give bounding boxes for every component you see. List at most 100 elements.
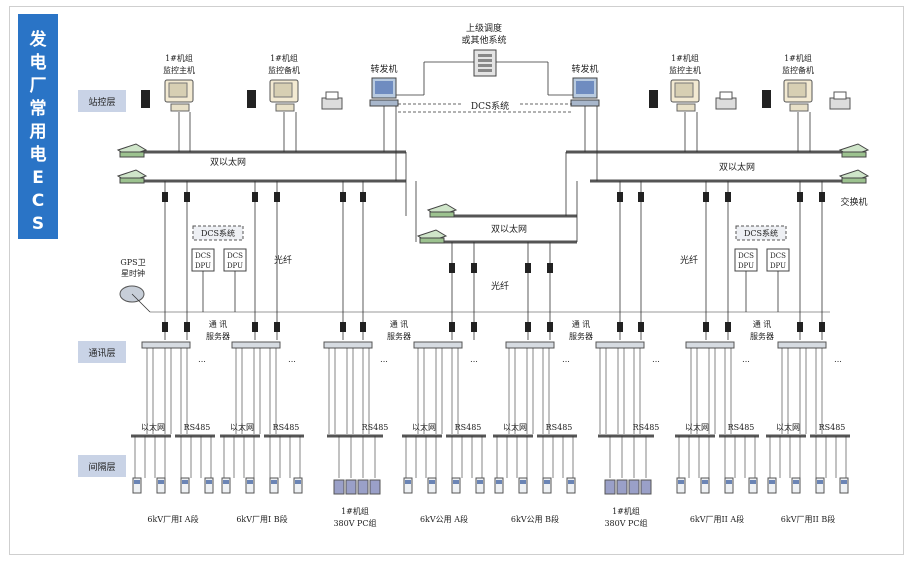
keyboard-icon xyxy=(275,103,295,112)
switch-body-icon xyxy=(841,151,867,158)
relay-display-icon xyxy=(678,480,684,484)
dual-ethernet-bus-center-2 xyxy=(438,240,577,244)
relay-display-icon xyxy=(769,480,775,484)
pc-module-icon xyxy=(604,479,616,495)
pc-module-icon xyxy=(333,479,345,495)
relay-device-icon xyxy=(180,477,190,494)
relay-display-icon xyxy=(271,480,277,484)
server-label-2: 服务器 xyxy=(387,331,411,341)
comm-server-icon xyxy=(595,341,645,349)
relay-device-icon xyxy=(748,477,758,494)
layer-station-label: 站控层 xyxy=(88,96,115,108)
relay-device-icon xyxy=(767,477,777,494)
fiber-converter-icon xyxy=(617,322,623,332)
fiber-converter-icon xyxy=(638,322,644,332)
fiber-label-right: 光纤 xyxy=(680,254,698,266)
host4-label-1: 1#机组 xyxy=(784,53,812,63)
relay-display-icon xyxy=(223,480,229,484)
banner-char: E xyxy=(32,168,44,188)
layer-comm-label: 通讯层 xyxy=(88,348,115,359)
eth-bus xyxy=(675,434,715,438)
printer-paper-icon xyxy=(325,91,339,100)
server-slot-icon xyxy=(478,54,492,57)
dual-eth-label-center: 双以太网 xyxy=(491,223,527,235)
dual-ethernet-bus-left-1 xyxy=(140,150,406,154)
relay-display-icon xyxy=(429,480,435,484)
bay-group-label: 6kV公用 B段 xyxy=(511,514,559,524)
fiber-label-center: 光纤 xyxy=(491,280,509,292)
relay-display-icon xyxy=(750,480,756,484)
pc-module-icon xyxy=(369,479,381,495)
switch-body-icon xyxy=(419,237,445,244)
fiber-converter-icon xyxy=(725,322,731,332)
rs485-label: RS485 xyxy=(362,423,389,432)
dpu-label-2: DPU xyxy=(738,262,754,270)
dual-ethernet-bus-right-1 xyxy=(566,150,858,154)
banner-char: 用 xyxy=(29,122,47,142)
dispatch-label-2: 或其他系统 xyxy=(461,34,506,46)
relay-device-icon xyxy=(221,477,231,494)
relay-device-icon xyxy=(815,477,825,494)
comm-server-icon xyxy=(231,341,281,349)
relay-display-icon xyxy=(134,480,140,484)
ellipsis-text: ... xyxy=(380,355,388,364)
comm-server-icon xyxy=(323,341,373,349)
pc-module-icon xyxy=(345,479,357,495)
eth-bus xyxy=(220,434,260,438)
comm-server-icon xyxy=(141,341,191,349)
dispatch-server-icon xyxy=(473,49,497,77)
host1-label-2: 监控主机 xyxy=(163,65,195,75)
rs485-label: RS485 xyxy=(184,423,211,432)
relay-display-icon xyxy=(817,480,823,484)
host4-label-2: 监控备机 xyxy=(782,65,814,75)
host2-label-1: 1#机组 xyxy=(270,53,298,63)
relay-display-icon xyxy=(496,480,502,484)
eth-label: 以太网 xyxy=(685,422,709,432)
server-label-1: 通 讯 xyxy=(572,319,591,329)
dcs-system-label: DCS系统 xyxy=(471,100,509,112)
dual-ethernet-bus-right-2 xyxy=(590,179,858,183)
fiber-converter-icon xyxy=(340,192,346,202)
rs485-bus xyxy=(446,434,486,438)
switch-label: 交换机 xyxy=(840,196,867,208)
keyboard-icon xyxy=(789,103,809,112)
fiber-converter-icon xyxy=(184,192,190,202)
eth-bus xyxy=(493,434,533,438)
banner-char: 电 xyxy=(29,145,47,165)
relay-display-icon xyxy=(405,480,411,484)
bay-group-label: 1#机组 xyxy=(341,506,369,516)
speaker-icon xyxy=(247,90,256,108)
relay-display-icon xyxy=(544,480,550,484)
relay-device-icon xyxy=(542,477,552,494)
fiber-converter-icon xyxy=(449,263,455,273)
relay-device-icon xyxy=(475,477,485,494)
server-label-2: 服务器 xyxy=(750,331,774,341)
monitor-screen-icon xyxy=(787,82,807,98)
relay-display-icon xyxy=(206,480,212,484)
fiber-converter-icon xyxy=(617,192,623,202)
fiber-converter-icon xyxy=(274,192,280,202)
fiber-label-left: 光纤 xyxy=(274,254,292,266)
bay-group-label: 380V PC组 xyxy=(604,518,647,528)
banner-char: S xyxy=(31,214,45,234)
relay-display-icon xyxy=(520,480,526,484)
relay-display-icon xyxy=(726,480,732,484)
forwarder-screen-icon xyxy=(576,81,594,94)
bay-group-label: 6kV公用 A段 xyxy=(420,514,468,524)
eth-bus xyxy=(402,434,442,438)
fiber-converter-icon xyxy=(449,322,455,332)
rs485-label: RS485 xyxy=(546,423,573,432)
speaker-icon xyxy=(649,90,658,108)
relay-display-icon xyxy=(702,480,708,484)
fiber-converter-icon xyxy=(162,192,168,202)
ellipsis-text: ... xyxy=(562,355,570,364)
dual-eth-label-left: 双以太网 xyxy=(210,156,246,168)
fiber-converter-icon xyxy=(703,192,709,202)
eth-label: 以太网 xyxy=(503,422,527,432)
eth-bus xyxy=(131,434,171,438)
fiber-converter-icon xyxy=(819,192,825,202)
relay-device-icon xyxy=(132,477,142,494)
forwarder-screen-icon xyxy=(375,81,393,94)
server-slot-icon xyxy=(478,69,492,72)
layer-tag-bay xyxy=(78,455,126,477)
